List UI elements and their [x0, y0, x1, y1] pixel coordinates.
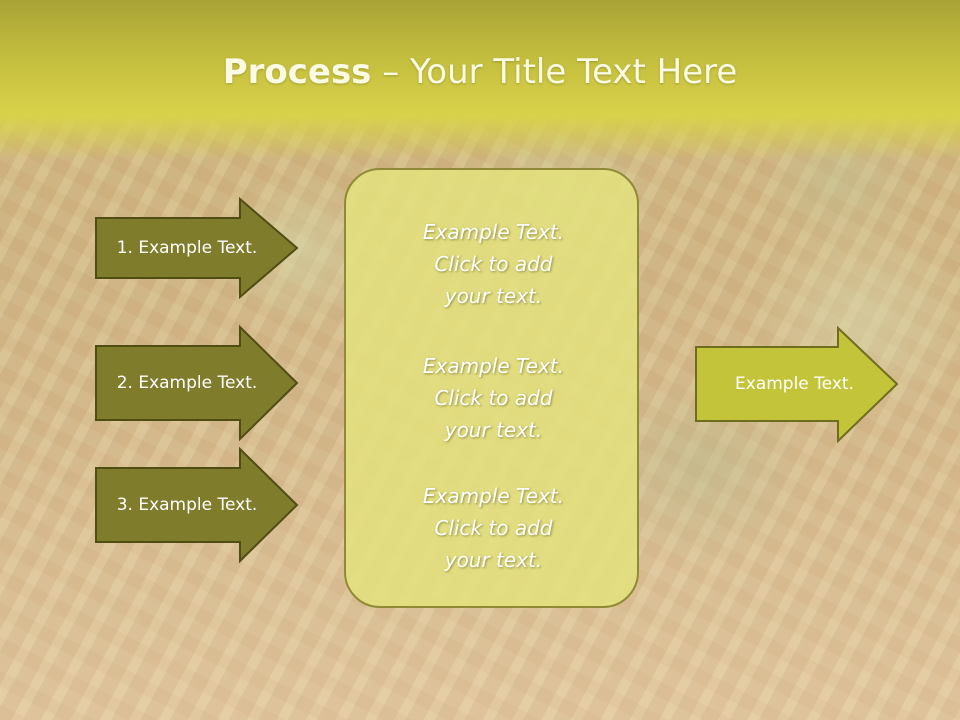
center-text-block-2[interactable]: Example Text. Click to add your text.: [346, 350, 641, 446]
center-text-line: Example Text.: [422, 484, 565, 508]
left-arrow-1-label: 1. Example Text.: [116, 238, 258, 258]
left-arrow-1[interactable]: [95, 196, 299, 300]
center-text-line: your text.: [444, 284, 543, 308]
center-text-box[interactable]: Example Text. Click to add your text. Ex…: [344, 168, 639, 608]
slide-title[interactable]: Process – Your Title Text Here: [0, 52, 960, 92]
center-text-line: Example Text.: [422, 354, 565, 378]
left-arrow-2-label: 2. Example Text.: [116, 373, 258, 393]
title-bold: Process: [222, 52, 372, 92]
left-arrow-3-label: 3. Example Text.: [116, 495, 258, 515]
center-text-line: your text.: [444, 418, 543, 442]
right-arrow-label: Example Text.: [735, 374, 854, 394]
center-text-block-1[interactable]: Example Text. Click to add your text.: [346, 216, 641, 312]
center-text-line: Example Text.: [422, 220, 565, 244]
center-text-line: Click to add: [434, 516, 553, 540]
center-text-line: Click to add: [434, 252, 553, 276]
center-text-line: your text.: [444, 548, 543, 572]
center-text-block-3[interactable]: Example Text. Click to add your text.: [346, 480, 641, 576]
right-arrow[interactable]: [695, 325, 899, 444]
center-text-line: Click to add: [434, 386, 553, 410]
title-rest: – Your Title Text Here: [371, 52, 738, 92]
left-arrow-3[interactable]: [95, 446, 299, 564]
left-arrow-2[interactable]: [95, 324, 299, 442]
title-band: [0, 0, 960, 160]
